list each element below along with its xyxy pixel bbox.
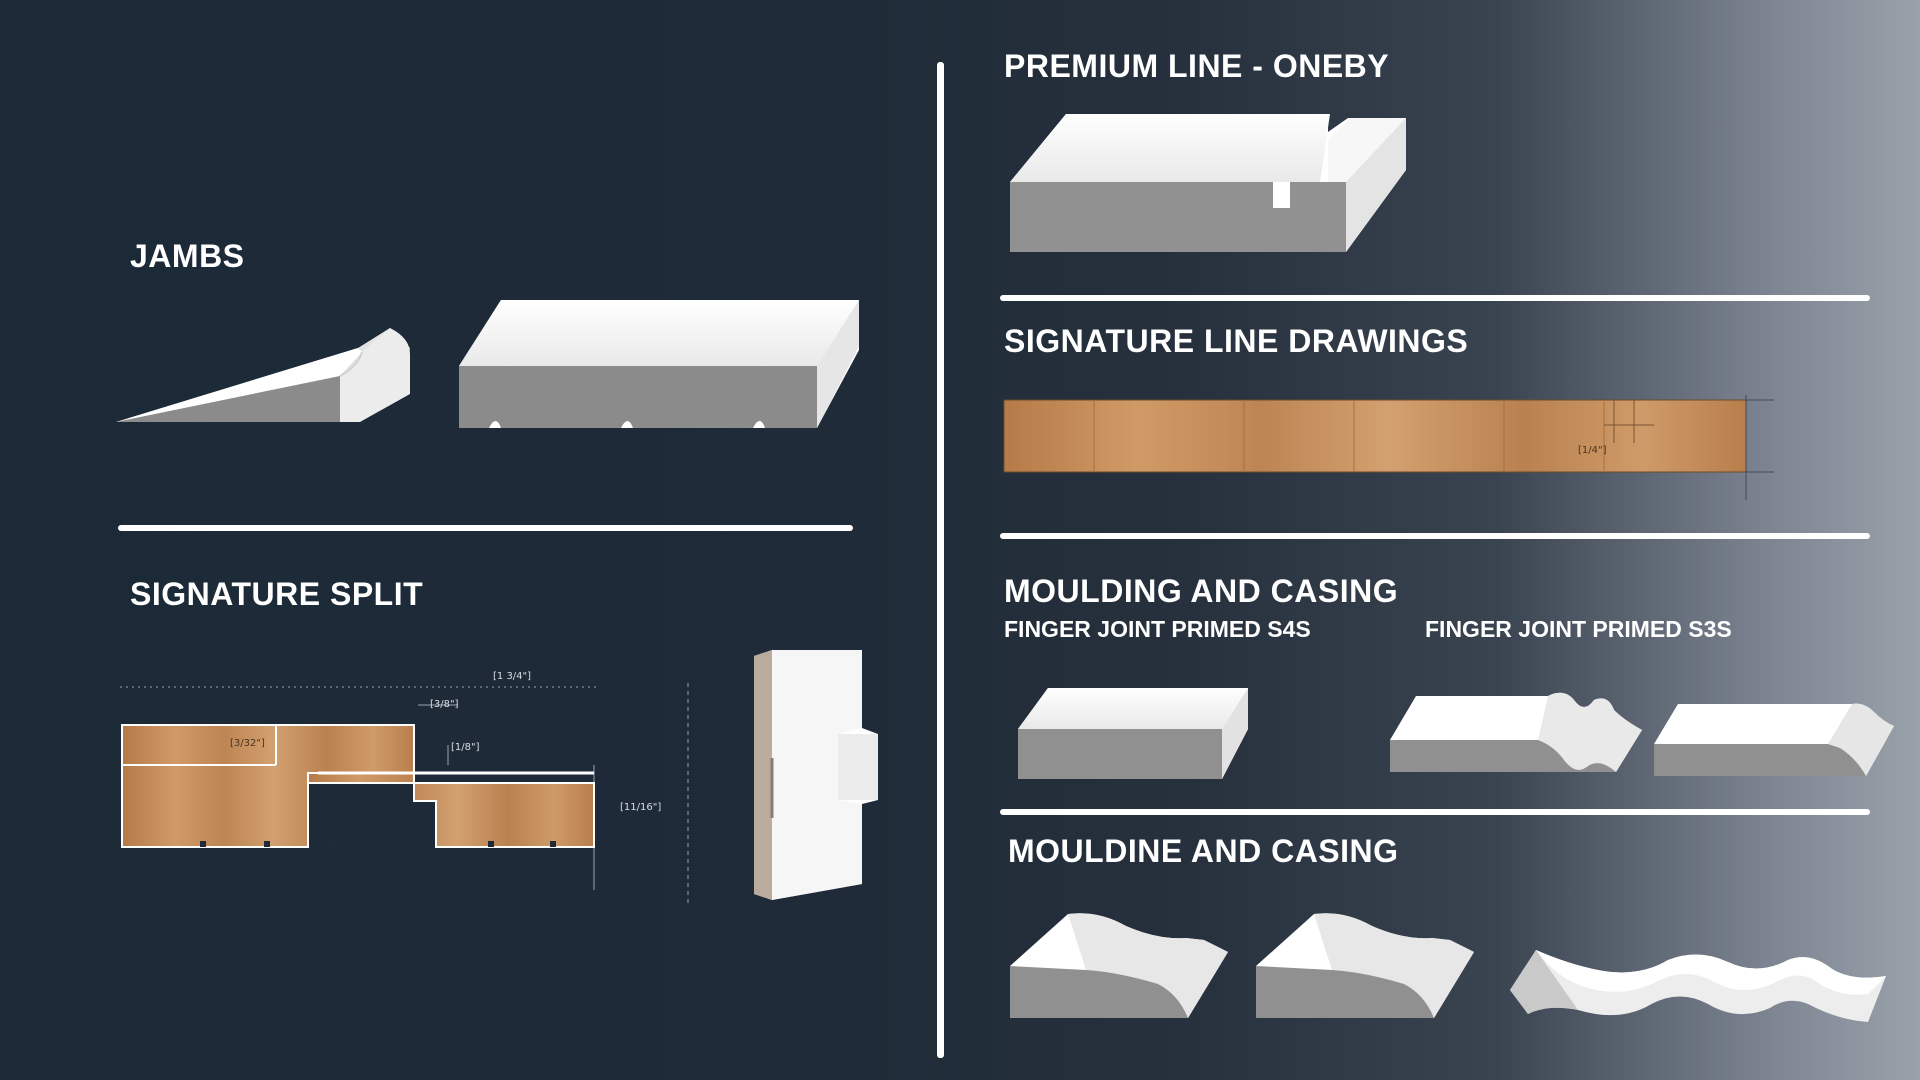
- casing-profile-2-image: [1256, 913, 1474, 1018]
- signature-line-drawing: [1/4"]: [1003, 395, 1774, 500]
- jamb-bevel-image: [116, 328, 410, 422]
- dim-groove: [1/4"]: [1578, 445, 1607, 456]
- moulding-s3s-subtitle: FINGER JOINT PRIMED S3S: [1425, 616, 1732, 642]
- divider-premium: [1000, 295, 1870, 301]
- moulding-casing-title: MOULDING AND CASING: [1004, 573, 1399, 609]
- s3s-profile-1-image: [1390, 692, 1642, 772]
- jamb-flat-image: [459, 300, 859, 428]
- divider-signature-line: [1000, 533, 1870, 539]
- signature-line-drawings-title: SIGNATURE LINE DRAWINGS: [1004, 323, 1469, 359]
- signature-split-title: SIGNATURE SPLIT: [130, 576, 424, 612]
- dim-gap: [1/8"]: [451, 742, 480, 753]
- casing-profile-1-image: [1010, 913, 1228, 1018]
- dim-rabbet: [3/32"]: [230, 738, 265, 749]
- premium-line-title: PREMIUM LINE - ONEBY: [1004, 48, 1390, 84]
- divider-vertical: [937, 62, 944, 1058]
- signature-split-3d-image: [754, 650, 878, 900]
- divider-moulding: [1000, 809, 1870, 815]
- dim-offset: [3/8"]: [430, 699, 459, 710]
- moulding-s4s-subtitle: FINGER JOINT PRIMED S4S: [1004, 616, 1311, 642]
- s4s-board-image: [1018, 688, 1248, 779]
- s3s-profile-2-image: [1654, 703, 1894, 776]
- divider-jambs: [118, 525, 853, 531]
- casing-wave-image: [1510, 950, 1886, 1022]
- premium-line-image: [1010, 114, 1406, 252]
- dim-height: [11/16"]: [620, 802, 661, 813]
- signature-split-drawing: [1 3/4"] [3/8"] [1/8"] [11/16"] [3/32"]: [120, 671, 689, 905]
- dim-total-width: [1 3/4"]: [493, 671, 531, 682]
- jambs-title: JAMBS: [130, 238, 245, 274]
- mouldine-casing-title: MOULDINE AND CASING: [1008, 833, 1399, 869]
